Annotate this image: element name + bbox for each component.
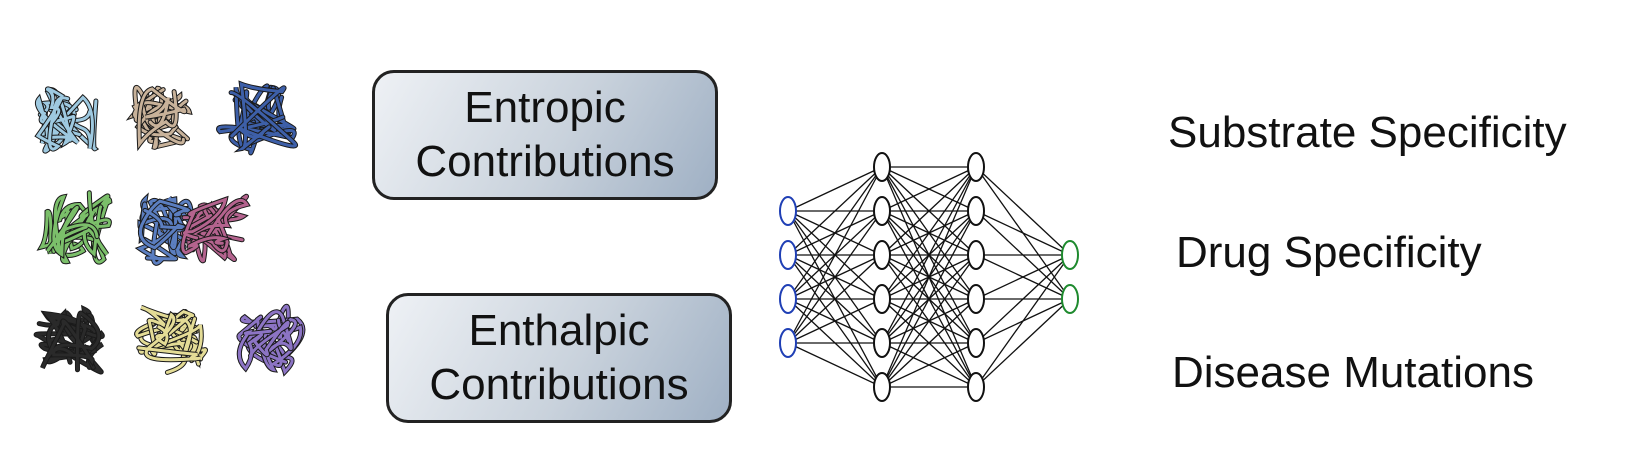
input-node — [779, 328, 797, 358]
network-edge — [975, 166, 1071, 256]
network-edge — [881, 210, 977, 388]
network-edge — [881, 342, 977, 388]
protein-yellow-icon — [134, 304, 208, 375]
network-edge — [787, 166, 883, 344]
network-edge — [881, 166, 977, 388]
network-edge — [787, 254, 883, 344]
network-edge — [975, 298, 1071, 388]
enthalpic-contributions-box: Enthalpic Contributions — [386, 293, 732, 423]
network-edge — [881, 166, 977, 344]
hidden-node — [967, 240, 985, 270]
network-connections — [787, 166, 1071, 388]
hidden-node — [873, 328, 891, 358]
protein-blue-pink-complex-icon — [134, 192, 251, 266]
network-edge — [975, 254, 1071, 300]
network-edge — [881, 298, 977, 388]
hidden-node — [967, 196, 985, 226]
output-node — [1061, 240, 1079, 270]
enthalpic-label: Enthalpic — [468, 306, 650, 355]
protein-dark-blue-icon — [216, 80, 299, 156]
output-node — [1061, 284, 1079, 314]
network-edge — [975, 254, 1071, 388]
hidden-node — [967, 284, 985, 314]
network-edge — [881, 166, 977, 256]
hidden-node — [967, 328, 985, 358]
network-edge — [975, 254, 1071, 344]
input-node — [779, 196, 797, 226]
network-edge — [787, 342, 883, 388]
enthalpic-contributions-label: Contributions — [429, 360, 689, 409]
network-edge — [787, 166, 883, 256]
hidden-node — [873, 284, 891, 314]
hidden-node — [873, 152, 891, 182]
input-node — [779, 240, 797, 270]
hidden-node — [967, 152, 985, 182]
protein-structures-panel — [33, 80, 306, 377]
network-edge — [881, 166, 977, 212]
output-substrate-specificity: Substrate Specificity — [1168, 108, 1567, 157]
network-edge — [881, 254, 977, 388]
protein-green-icon — [36, 190, 113, 265]
input-node — [779, 284, 797, 314]
protein-tan-icon — [125, 84, 193, 152]
hidden-node — [873, 196, 891, 226]
network-edge — [881, 166, 977, 300]
output-drug-specificity: Drug Specificity — [1176, 228, 1482, 277]
network-edge — [787, 166, 883, 300]
hidden-node — [873, 372, 891, 402]
hidden-node — [967, 372, 985, 402]
network-edge — [975, 210, 1071, 256]
hidden-node — [873, 240, 891, 270]
entropic-label: Entropic — [464, 83, 626, 132]
output-disease-mutations: Disease Mutations — [1172, 348, 1534, 397]
network-edge — [787, 166, 883, 212]
protein-light-blue-icon — [34, 86, 100, 154]
entropic-contributions-box: Entropic Contributions — [372, 70, 718, 200]
protein-purple-icon — [236, 303, 306, 377]
entropic-contributions-label: Contributions — [415, 137, 675, 186]
network-edge — [787, 298, 883, 344]
neural-network-diagram — [779, 152, 1079, 402]
network-edge — [787, 210, 883, 344]
protein-black-icon — [33, 304, 105, 375]
